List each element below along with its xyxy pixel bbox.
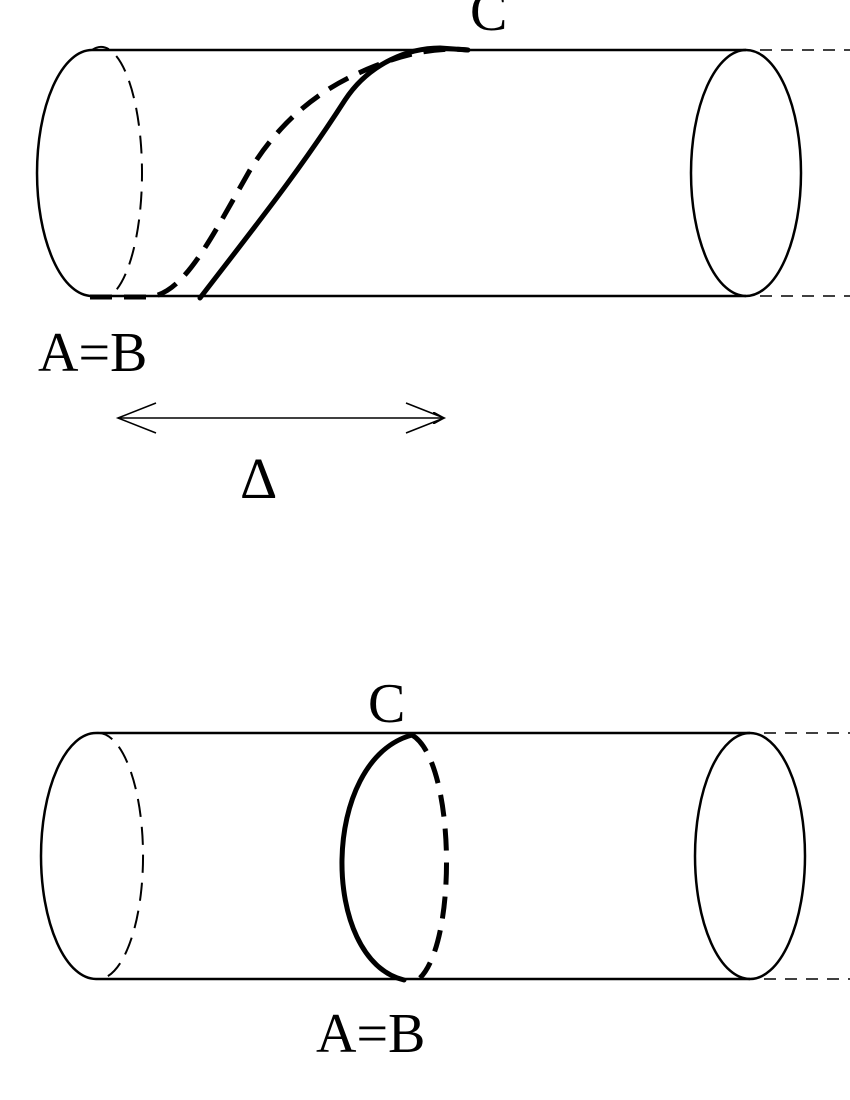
delta-symbol: Δ [240,446,277,511]
point-ab-label-2: A=B [316,1003,425,1065]
left-end-hidden-arc [91,45,143,297]
delta-arrow-right-head [405,402,447,434]
delta-arrow-left-head [115,402,157,434]
twisted-loop-back [90,46,469,300]
right-end-ellipse-2 [693,731,807,981]
left-end-front-arc [35,48,93,298]
straight-loop-front [339,732,415,983]
straight-loop-back [410,732,450,980]
twisted-cylinder-figure: C A=B Δ [35,0,850,511]
point-c-label: C [470,0,507,43]
right-end-ellipse [689,48,803,298]
left-end-front-arc-2 [39,731,97,981]
point-ab-label: A=B [38,322,147,384]
left-end-hidden-arc-2 [95,731,145,980]
point-c-label-2: C [368,673,405,735]
straight-cylinder-figure: C A=B [39,673,850,1065]
